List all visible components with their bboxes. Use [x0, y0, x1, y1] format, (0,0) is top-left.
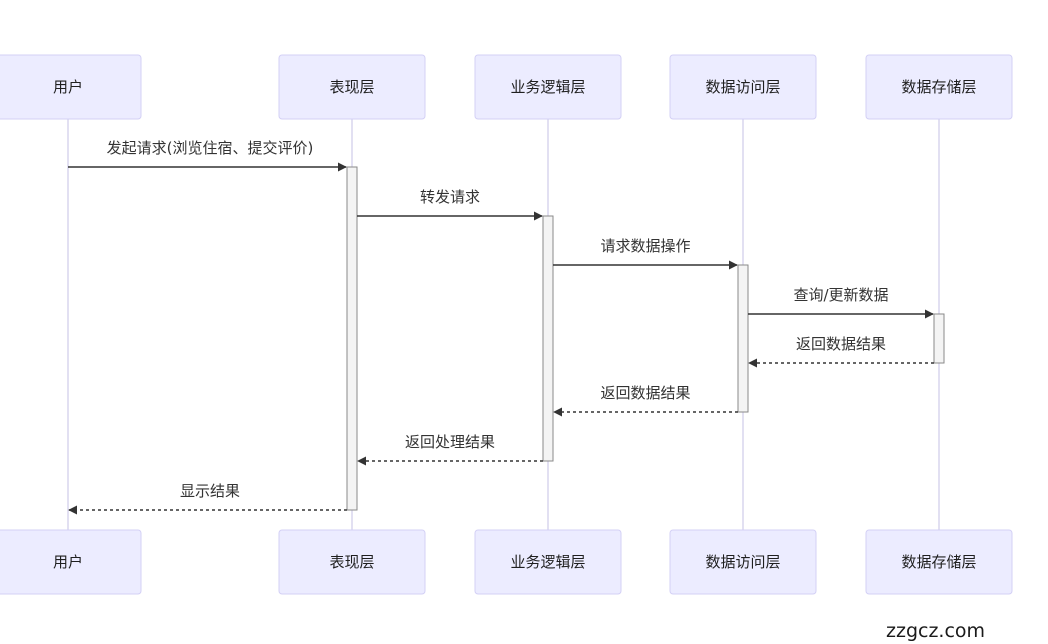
participant-label: 表现层: [329, 78, 374, 96]
participant-box: [278, 54, 426, 120]
message-label-4: 返回数据结果: [796, 335, 886, 353]
participant-top-0: 用户: [0, 54, 142, 120]
participant-label: 数据存储层: [901, 553, 976, 571]
participant-box: [278, 529, 426, 595]
participant-label: 数据存储层: [901, 78, 976, 96]
participant-top-3: 数据访问层: [669, 54, 817, 120]
participant-top-4: 数据存储层: [865, 54, 1013, 120]
message-label-7: 显示结果: [180, 482, 240, 500]
participant-label: 业务逻辑层: [510, 78, 585, 96]
participant-label: 用户: [53, 78, 83, 96]
message-label-2: 请求数据操作: [600, 237, 690, 255]
participant-box: [0, 529, 142, 595]
activation-bar-1: [346, 166, 358, 511]
participant-bottom-1: 表现层: [278, 529, 426, 595]
participant-label: 数据访问层: [705, 553, 780, 571]
participant-label: 数据访问层: [705, 78, 780, 96]
participant-label: 表现层: [329, 553, 374, 571]
message-label-6: 返回处理结果: [405, 433, 495, 451]
participant-box: [669, 529, 817, 595]
participant-bottom-2: 业务逻辑层: [474, 529, 622, 595]
activation-bar-3: [737, 264, 749, 413]
message-label-5: 返回数据结果: [600, 384, 690, 402]
participant-box: [0, 54, 142, 120]
participant-box: [865, 529, 1013, 595]
participant-bottom-3: 数据访问层: [669, 529, 817, 595]
message-label-3: 查询/更新数据: [793, 286, 888, 304]
participant-box: [474, 54, 622, 120]
participant-box: [669, 54, 817, 120]
participant-label: 用户: [53, 553, 83, 571]
participant-box: [865, 54, 1013, 120]
participant-box: [474, 529, 622, 595]
participant-bottom-4: 数据存储层: [865, 529, 1013, 595]
activation-bar-2: [542, 215, 554, 462]
message-label-0: 发起请求(浏览住宿、提交评价): [107, 139, 314, 157]
participant-top-1: 表现层: [278, 54, 426, 120]
participant-top-2: 业务逻辑层: [474, 54, 622, 120]
participant-bottom-0: 用户: [0, 529, 142, 595]
watermark-text: zzgcz.com: [886, 620, 986, 642]
participant-label: 业务逻辑层: [510, 553, 585, 571]
activation-bar-4: [933, 313, 945, 364]
message-label-1: 转发请求: [420, 188, 480, 206]
